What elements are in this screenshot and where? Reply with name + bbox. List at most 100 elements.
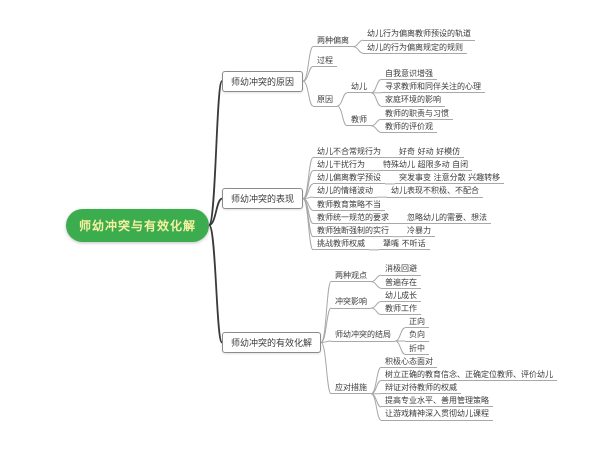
leaf-topic[interactable]: 消极回避 [381,264,422,276]
subtree: 幼儿干扰行为 特殊幼儿 超限多动 自闭 [313,160,504,172]
subtree-root: 师幼冲突与有效化解 师幼冲突的原因 两种偏离 幼儿行为偏离教师预设的轨道 幼儿的… [66,29,558,421]
children-group: 忽略幼儿的需要、想法 [403,213,492,224]
subtree: 家庭环境的影响 [381,95,485,107]
leaf-topic[interactable]: 自我意识增强 [381,69,438,81]
subtree: 幼儿成长 [381,291,422,302]
subtopic[interactable]: 幼儿的情绪波动 [313,186,378,198]
leaf-topic[interactable]: 突发事变 注意分散 兴趣转移 [395,173,505,185]
leaf-topic[interactable]: 幼儿的行为偏离规定的规则 [363,43,468,54]
subtree: 消极回避 [381,264,422,276]
leaf-topic[interactable]: 积极心态面对 [381,357,438,368]
leaf-topic[interactable]: 教师的职责与习惯 [381,109,454,120]
subtree: 寻求教师和同伴关注的心理 [381,82,486,94]
children-group: 消极回避 普遍存在 [381,264,422,289]
subtree: 犟嘴 不听话 [379,239,430,251]
subtree: 过程 [313,56,485,67]
subtree: 特殊幼儿 超限多动 自闭 [379,160,473,172]
subtopic[interactable]: 挑战教师权威 [313,239,370,251]
children-group: 犟嘴 不听话 [379,239,430,251]
subtopic[interactable]: 教师教育策略不当 [313,200,386,211]
subtree: 突发事变 注意分散 兴趣转移 [395,173,505,185]
leaf-topic[interactable]: 幼儿表现不积极、不配合 [387,186,484,198]
subtree: 冷暴力 [403,226,436,238]
branch-topic-causes[interactable]: 师幼冲突的原因 [222,70,304,92]
leaf-topic[interactable]: 冷暴力 [403,226,436,238]
subtree: 负向 [405,330,430,342]
leaf-topic[interactable]: 让游戏精神深入贯彻幼儿课程 [381,409,494,421]
subtopic[interactable]: 教师 [347,115,372,127]
children-group: 冷暴力 [403,226,436,238]
children-group: 幼儿成长 教师工作 [381,291,422,316]
subtree: 普遍存在 [381,278,422,289]
leaf-topic[interactable]: 树立正确的教育信念、正确定位教师、评价幼儿 [381,370,558,382]
children-group: 幼儿表现不积极、不配合 [387,186,484,198]
leaf-topic[interactable]: 正向 [405,317,430,329]
subtree: 提高专业水平、善用管理策略 [381,396,557,408]
leaf-topic[interactable]: 教师的评价观 [381,122,438,133]
subtopic[interactable]: 过程 [313,56,338,67]
subtopic[interactable]: 原因 [313,95,338,107]
subtopic[interactable]: 师幼冲突的结局 [331,330,396,342]
subtree: 幼儿的行为偏离规定的规则 [363,43,475,54]
leaf-topic[interactable]: 负向 [405,330,430,342]
subtree: 师幼冲突的结局 正向 负向 折中 [331,317,557,355]
subtree: 两种观点 消极回避 普遍存在 [331,264,557,289]
subtopic[interactable]: 幼儿偏离教学预设 [313,173,386,185]
subtree: 幼儿行为偏离教师预设的轨道 [363,29,476,41]
leaf-topic[interactable]: 幼儿行为偏离教师预设的轨道 [363,29,476,41]
children-group: 两种偏离 幼儿行为偏离教师预设的轨道 幼儿的行为偏离规定的规则 过程 [313,29,486,133]
subtree: 好奇 好动 好模仿 [395,147,465,159]
subtree: 自我意识增强 [381,69,485,81]
subtopic[interactable]: 两种偏离 [313,36,354,48]
subtree: 积极心态面对 [381,357,557,368]
subtopic[interactable]: 幼儿干扰行为 [313,160,370,172]
subtopic[interactable]: 教师独断强制的实行 [313,226,394,238]
children-group: 自我意识增强 寻求教师和同伴关注的心理 家庭环境的影响 [381,69,486,107]
subtree: 辩证对待教师的权威 [381,383,557,395]
children-group: 幼儿行为偏离教师预设的轨道 幼儿的行为偏离规定的规则 [363,29,476,54]
branch-topic-manifestations[interactable]: 师幼冲突的表现 [222,188,304,210]
leaf-topic[interactable]: 忽略幼儿的需要、想法 [403,213,492,224]
leaf-topic[interactable]: 辩证对待教师的权威 [381,383,462,395]
branch-topic-resolution[interactable]: 师幼冲突的有效化解 [222,332,322,353]
subtree: 教师 教师的职责与习惯 教师的评价观 [347,109,485,133]
subtree: 让游戏精神深入贯彻幼儿课程 [381,409,557,421]
subtree: 幼儿 自我意识增强 寻求教师和同伴关注的心理 家庭环境的 [347,69,486,107]
leaf-topic[interactable]: 折中 [405,344,430,355]
subtree: 挑战教师权威 犟嘴 不听话 [313,239,504,251]
children-group: 幼儿不合常规行为 好奇 好动 好模仿 幼儿干扰行为 特殊幼儿 超限多动 自闭 [313,147,505,251]
subtopic[interactable]: 两种观点 [331,271,372,283]
subtree: 教师独断强制的实行 冷暴力 [313,226,504,238]
leaf-topic[interactable]: 好奇 好动 好模仿 [395,147,465,159]
children-group: 两种观点 消极回避 普遍存在 冲突影响 [331,264,558,421]
subtree: 教师的职责与习惯 [381,109,454,120]
leaf-topic[interactable]: 幼儿成长 [381,291,422,302]
leaf-topic[interactable]: 教师工作 [381,304,422,316]
leaf-topic[interactable]: 提高专业水平、善用管理策略 [381,396,494,408]
children-group: 师幼冲突的原因 两种偏离 幼儿行为偏离教师预设的轨道 幼儿的行为偏离规定的规则 [222,29,558,421]
subtree: 应对措施 积极心态面对 树立正确的教育信念、正确定位教师、评价幼儿 辩证对待教师… [331,357,558,421]
children-group: 教师的职责与习惯 教师的评价观 [381,109,454,133]
leaf-topic[interactable]: 特殊幼儿 超限多动 自闭 [379,160,473,172]
subtopic[interactable]: 应对措施 [331,383,372,395]
subtree: 折中 [405,344,430,355]
children-group: 突发事变 注意分散 兴趣转移 [395,173,505,185]
leaf-topic[interactable]: 家庭环境的影响 [381,95,446,107]
leaf-topic[interactable]: 普遍存在 [381,278,422,289]
children-group: 特殊幼儿 超限多动 自闭 [379,160,473,172]
subtopic[interactable]: 冲突影响 [331,297,372,309]
leaf-topic[interactable]: 犟嘴 不听话 [379,239,430,251]
subtree-resolution: 师幼冲突的有效化解 两种观点 消极回避 普遍存在 [222,264,558,421]
children-group: 正向 负向 折中 [405,317,430,355]
children-group: 积极心态面对 树立正确的教育信念、正确定位教师、评价幼儿 辩证对待教师的权威 提… [381,357,558,421]
leaf-topic[interactable]: 寻求教师和同伴关注的心理 [381,82,486,94]
subtopic[interactable]: 教师统一规范的要求 [313,213,394,224]
subtree: 幼儿表现不积极、不配合 [387,186,484,198]
subtopic[interactable]: 幼儿 [347,82,372,94]
subtree: 幼儿的情绪波动 幼儿表现不积极、不配合 [313,186,504,198]
subtopic[interactable]: 幼儿不合常规行为 [313,147,386,159]
root-topic[interactable]: 师幼冲突与有效化解 [66,208,210,242]
subtree: 原因 幼儿 自我意识增强 寻求教师和同伴关注的心理 [313,69,486,133]
subtree: 教师教育策略不当 [313,200,504,211]
